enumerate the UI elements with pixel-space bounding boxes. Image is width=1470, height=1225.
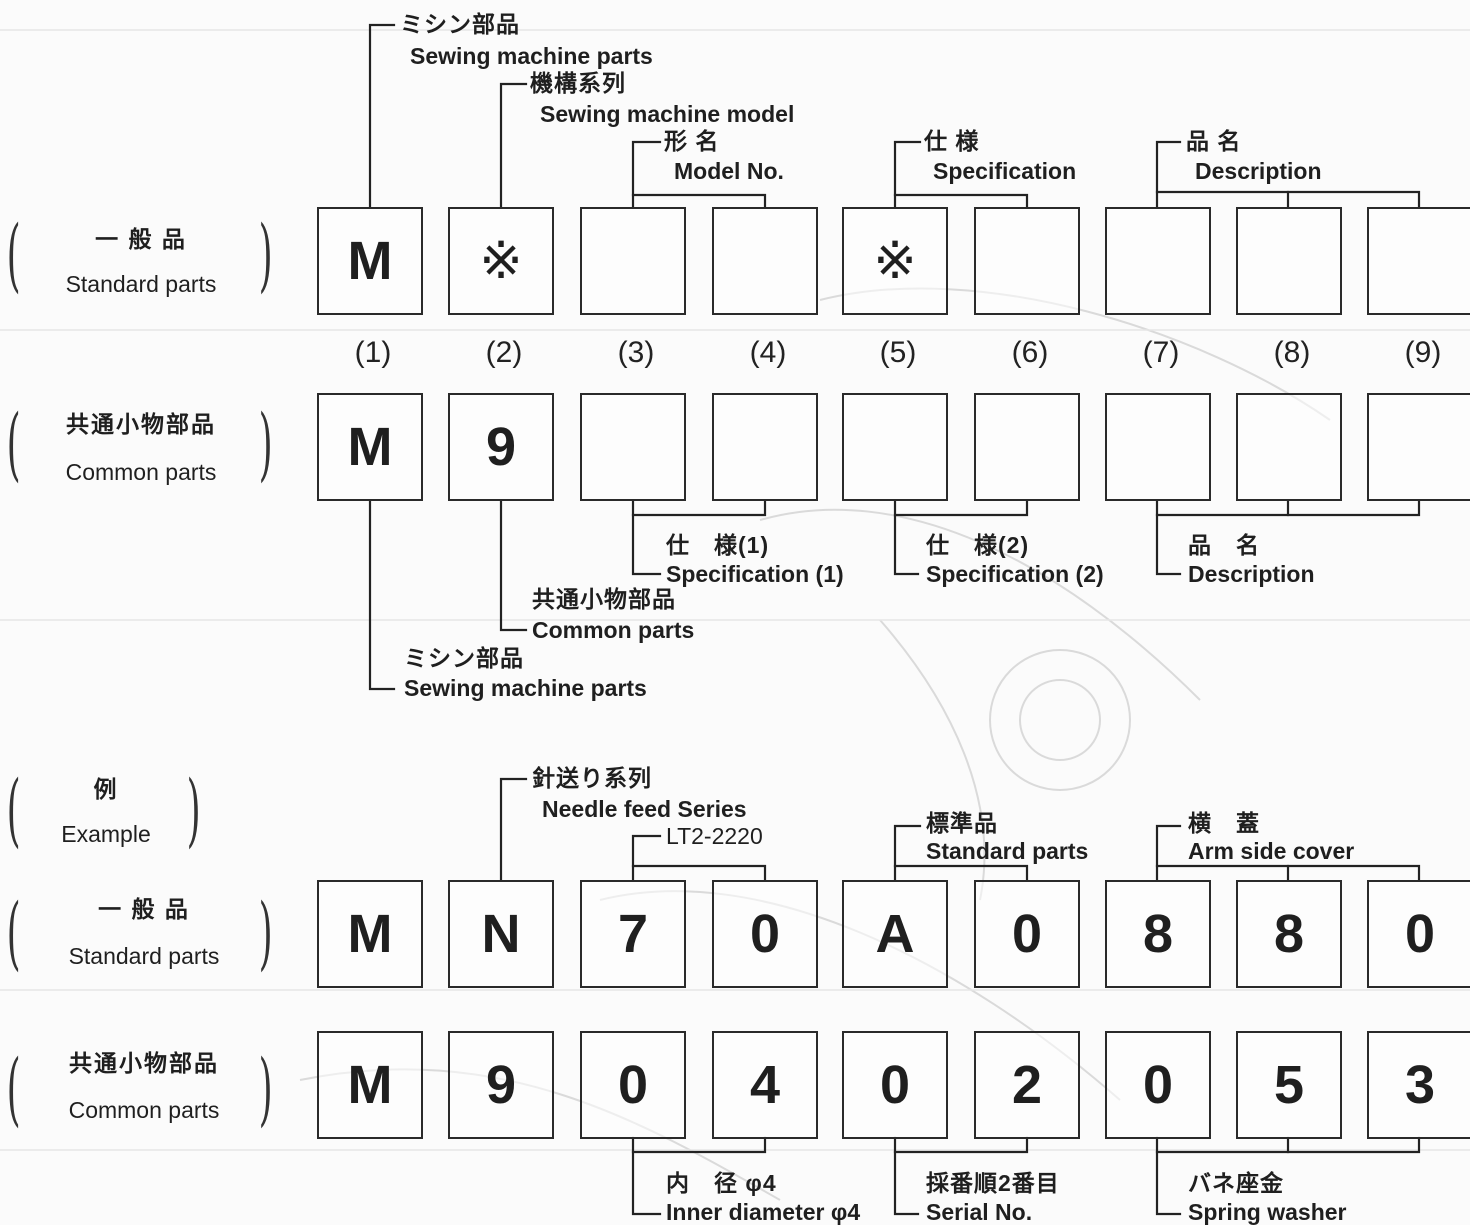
position-label-3: (3) [617, 336, 655, 369]
callout-arm-jp: 横 蓋 [1188, 810, 1260, 836]
right-paren: ) [258, 208, 273, 301]
digit-box-8: 8 [1236, 880, 1342, 988]
digit-box-2: 9 [448, 393, 554, 501]
digit-box-3 [580, 393, 686, 501]
digit-box-1: M [317, 1031, 423, 1139]
digit-box-6 [974, 393, 1080, 501]
row-label-example-standard-jp: 一 般 品 [98, 896, 190, 922]
digit-box-7 [1105, 207, 1211, 315]
position-label-8: (8) [1273, 336, 1311, 369]
row-label-example-common-jp: 共通小物部品 [69, 1050, 219, 1076]
callout-sewing-jp: ミシン部品 [400, 11, 520, 37]
row-label-common-jp: 共通小物部品 [66, 411, 216, 437]
row-label-standard-en: Standard parts [65, 271, 217, 297]
right-paren: ) [258, 1042, 273, 1135]
callout-spec2-en: Specification (2) [926, 561, 1104, 587]
digit-box-3: 0 [580, 1031, 686, 1139]
position-label-2: (2) [485, 336, 523, 369]
callout-arm-en: Arm side cover [1188, 838, 1355, 864]
row-label-common-en: Common parts [65, 459, 217, 485]
digit-box-7: 0 [1105, 1031, 1211, 1139]
digit-box-4: 0 [712, 880, 818, 988]
position-label-7: (7) [1142, 336, 1180, 369]
callout-desc-en: Description [1195, 158, 1322, 184]
right-paren: ) [186, 763, 201, 856]
callout-washer-jp: バネ座金 [1188, 1170, 1284, 1196]
callout-desc-jp: 品 名 [1186, 128, 1242, 154]
digit-box-5 [842, 393, 948, 501]
position-label-4: (4) [749, 336, 787, 369]
callout-model-no-jp: 形 名 [664, 128, 720, 154]
left-paren: ( [6, 397, 21, 490]
digit-box-6 [974, 207, 1080, 315]
digit-box-2: N [448, 880, 554, 988]
digit-box-7 [1105, 393, 1211, 501]
callout-sewing-en: Sewing machine parts [410, 43, 653, 69]
position-label-9: (9) [1404, 336, 1442, 369]
row-label-standard-jp: 一 般 品 [95, 226, 187, 252]
left-paren: ( [6, 208, 21, 301]
position-label-1: (1) [354, 336, 392, 369]
digit-box-5: ※ [842, 207, 948, 315]
digit-box-1: M [317, 393, 423, 501]
callout-serial-en: Serial No. [926, 1199, 1033, 1225]
digit-box-3 [580, 207, 686, 315]
digit-box-8: 5 [1236, 1031, 1342, 1139]
callout-common-en: Common parts [532, 617, 695, 643]
digit-box-6: 2 [974, 1031, 1080, 1139]
callout-standard-en: Standard parts [926, 838, 1089, 864]
callout-needle-jp: 針送り系列 [532, 765, 652, 791]
callout-washer-en: Spring washer [1188, 1199, 1347, 1225]
left-paren: ( [6, 886, 21, 979]
digit-box-1: M [317, 207, 423, 315]
digit-box-9 [1367, 207, 1470, 315]
digit-box-9: 0 [1367, 880, 1470, 988]
row-label-example-en: Example [61, 821, 151, 847]
right-paren: ) [258, 886, 273, 979]
digit-box-5: 0 [842, 1031, 948, 1139]
callout-spec2-jp: 仕 様(2) [926, 532, 1030, 558]
digit-box-9 [1367, 393, 1470, 501]
callout-model-code: LT2-2220 [666, 823, 763, 849]
callout-spec-jp: 仕 様 [924, 128, 980, 154]
callout-standard-jp: 標準品 [926, 810, 998, 836]
callout-spec1-en: Specification (1) [666, 561, 844, 587]
callout-spec1-jp: 仕 様(1) [666, 532, 770, 558]
digit-box-7: 8 [1105, 880, 1211, 988]
callout-mid-desc-en: Description [1188, 561, 1315, 587]
row-label-example-common-en: Common parts [68, 1097, 220, 1123]
digit-box-4 [712, 393, 818, 501]
digit-box-4: 4 [712, 1031, 818, 1139]
digit-box-9: 3 [1367, 1031, 1470, 1139]
callout-inner-en: Inner diameter φ4 [666, 1199, 861, 1225]
callout-serial-jp: 採番順2番目 [926, 1170, 1060, 1196]
row-label-example-standard-en: Standard parts [68, 943, 220, 969]
position-label-5: (5) [879, 336, 917, 369]
digit-box-8 [1236, 393, 1342, 501]
row-label-example-jp: 例 [93, 776, 119, 802]
callout-model-series-jp: 機構系列 [530, 70, 626, 96]
right-paren: ) [258, 397, 273, 490]
left-paren: ( [6, 763, 21, 856]
digit-box-8 [1236, 207, 1342, 315]
digit-box-5: A [842, 880, 948, 988]
position-label-6: (6) [1011, 336, 1049, 369]
callout-spec-en: Specification [933, 158, 1077, 184]
digit-box-2: ※ [448, 207, 554, 315]
digit-box-6: 0 [974, 880, 1080, 988]
left-paren: ( [6, 1042, 21, 1135]
digit-box-4 [712, 207, 818, 315]
callout-model-no-en: Model No. [674, 158, 784, 184]
callout-needle-en: Needle feed Series [542, 796, 747, 822]
callout-mid-desc-jp: 品 名 [1188, 532, 1260, 558]
callout-model-series-en: Sewing machine model [540, 101, 795, 127]
callout-inner-jp: 内 径 φ4 [666, 1170, 777, 1196]
digit-box-3: 7 [580, 880, 686, 988]
callout-mid-sewing-jp: ミシン部品 [404, 645, 524, 671]
digit-box-2: 9 [448, 1031, 554, 1139]
callout-common-jp: 共通小物部品 [532, 586, 676, 612]
callout-mid-sewing-en: Sewing machine parts [404, 675, 647, 701]
digit-box-1: M [317, 880, 423, 988]
